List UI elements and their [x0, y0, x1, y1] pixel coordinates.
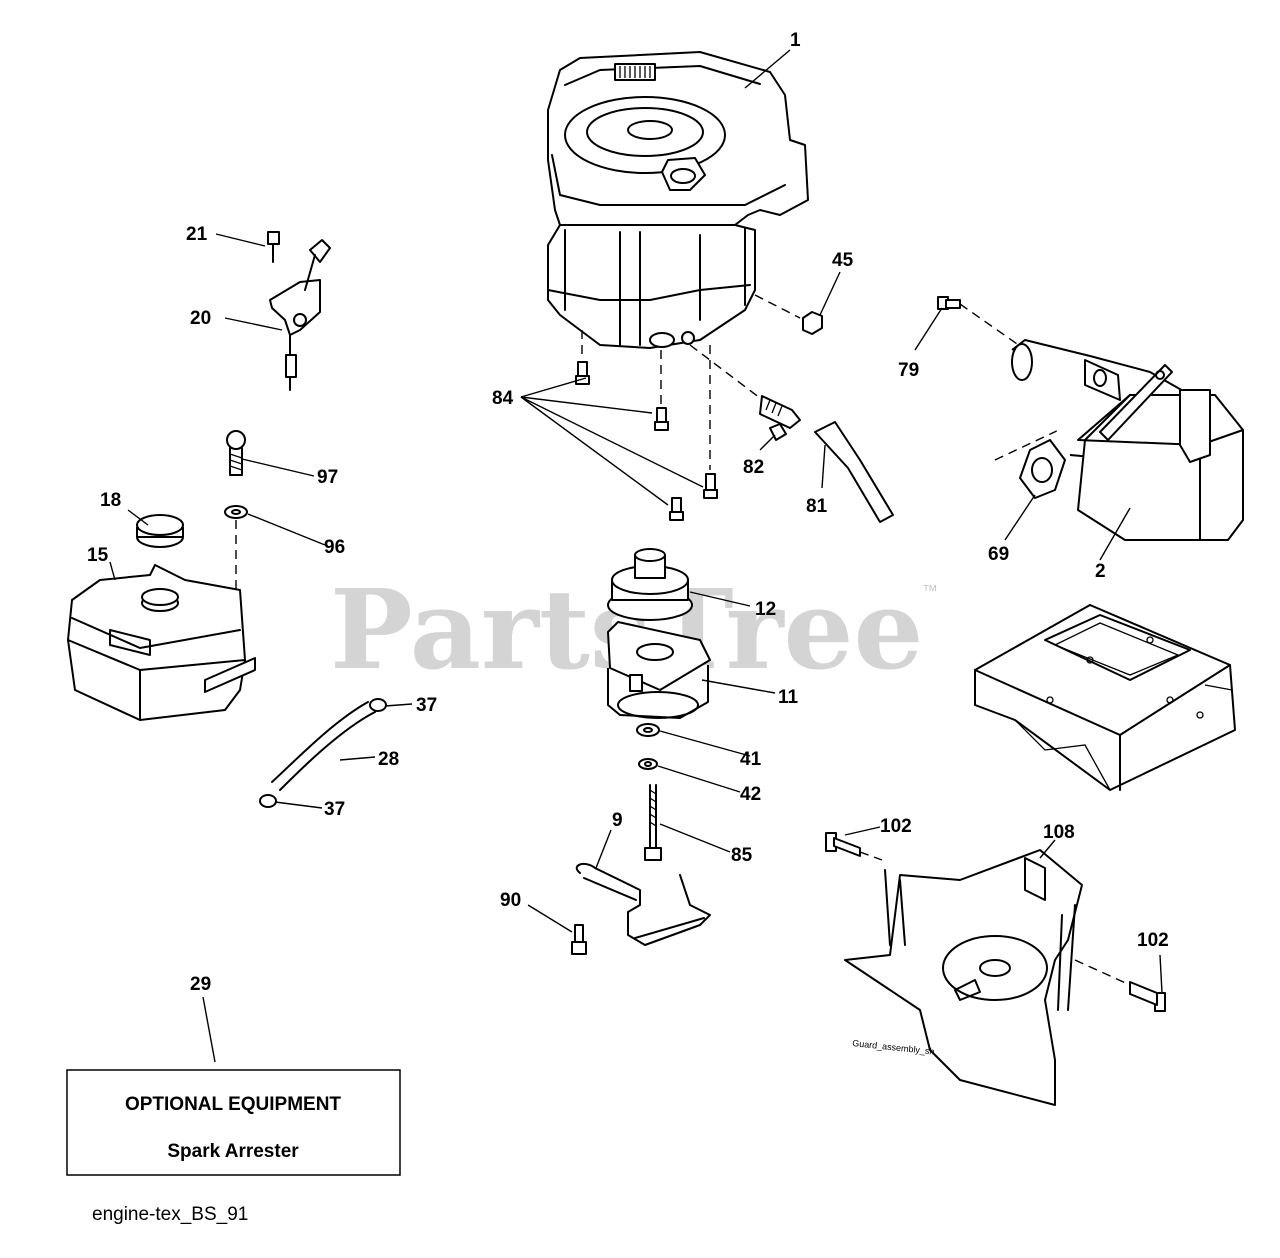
clutch-part[interactable] [607, 621, 711, 719]
engine-shield-part[interactable]: Guard_assembly_sh [844, 849, 1083, 1106]
pulley-part[interactable] [607, 548, 693, 621]
callout-2[interactable]: 2 [1095, 561, 1106, 582]
shield-stamp: Guard_assembly_sh [852, 1038, 935, 1057]
callout-102-right[interactable]: 102 [1137, 930, 1169, 951]
callout-15[interactable]: 15 [87, 545, 109, 566]
callout-18[interactable]: 18 [100, 490, 121, 511]
drain-valve-part[interactable] [689, 344, 801, 441]
shield-bolt-part[interactable] [825, 832, 1166, 1012]
fuel-tank-part[interactable] [67, 564, 256, 721]
callout-97[interactable]: 97 [317, 467, 338, 488]
tank-bolt-part[interactable] [224, 430, 248, 610]
muffler-part[interactable] [1011, 339, 1244, 541]
callout-69[interactable]: 69 [988, 544, 1009, 565]
callout-37-bottom[interactable]: 37 [324, 799, 345, 820]
belt-guide-part[interactable] [575, 862, 711, 946]
leader-lines [109, 49, 1163, 1063]
callout-11[interactable]: 11 [778, 687, 799, 708]
callout-108[interactable]: 108 [1043, 822, 1075, 843]
gasket-part[interactable] [994, 419, 1081, 499]
watermark-trademark: ™ [922, 583, 938, 600]
callout-12[interactable]: 12 [755, 599, 776, 620]
callout-82[interactable]: 82 [743, 457, 764, 478]
engine-part[interactable] [547, 51, 809, 349]
lock-washer-part[interactable] [638, 758, 658, 770]
callout-45[interactable]: 45 [832, 250, 854, 271]
callout-84[interactable]: 84 [492, 388, 514, 409]
pulley-bolt-part[interactable] [644, 784, 662, 861]
drain-hose-part[interactable] [814, 421, 894, 523]
callout-41[interactable]: 41 [740, 749, 762, 770]
callout-85[interactable]: 85 [731, 845, 753, 866]
fuel-cap-part[interactable] [136, 514, 184, 548]
callout-37-top[interactable]: 37 [416, 695, 437, 716]
callout-96[interactable]: 96 [324, 537, 345, 558]
callout-20[interactable]: 20 [190, 308, 211, 329]
throttle-control-part[interactable] [267, 231, 331, 391]
nut-part[interactable] [754, 294, 823, 335]
callout-42[interactable]: 42 [740, 784, 761, 805]
mount-plate-part[interactable] [974, 604, 1236, 791]
callout-102-left[interactable]: 102 [880, 816, 912, 837]
optional-equipment-box: OPTIONAL EQUIPMENT Spark Arrester [66, 1069, 401, 1176]
guide-bolt-part[interactable] [571, 924, 587, 955]
mounting-bolts-part[interactable] [575, 330, 718, 521]
washer-part[interactable] [636, 723, 660, 737]
optional-equipment-item[interactable]: Spark Arrester [167, 1141, 299, 1162]
callout-28[interactable]: 28 [378, 749, 399, 770]
callout-81[interactable]: 81 [806, 496, 828, 517]
diagram-reference-code: engine-tex_BS_91 [92, 1204, 248, 1225]
fuel-line-part[interactable] [259, 698, 387, 808]
callout-90[interactable]: 90 [500, 890, 521, 911]
callout-9[interactable]: 9 [612, 810, 623, 831]
optional-equipment-title: OPTIONAL EQUIPMENT [125, 1094, 341, 1115]
callout-1[interactable]: 1 [790, 30, 801, 51]
callout-29[interactable]: 29 [190, 974, 211, 995]
callouts: 1 2 9 11 12 15 18 20 21 28 29 37 37 41 4… [87, 30, 1169, 995]
callout-21[interactable]: 21 [186, 224, 208, 245]
callout-79[interactable]: 79 [898, 360, 919, 381]
